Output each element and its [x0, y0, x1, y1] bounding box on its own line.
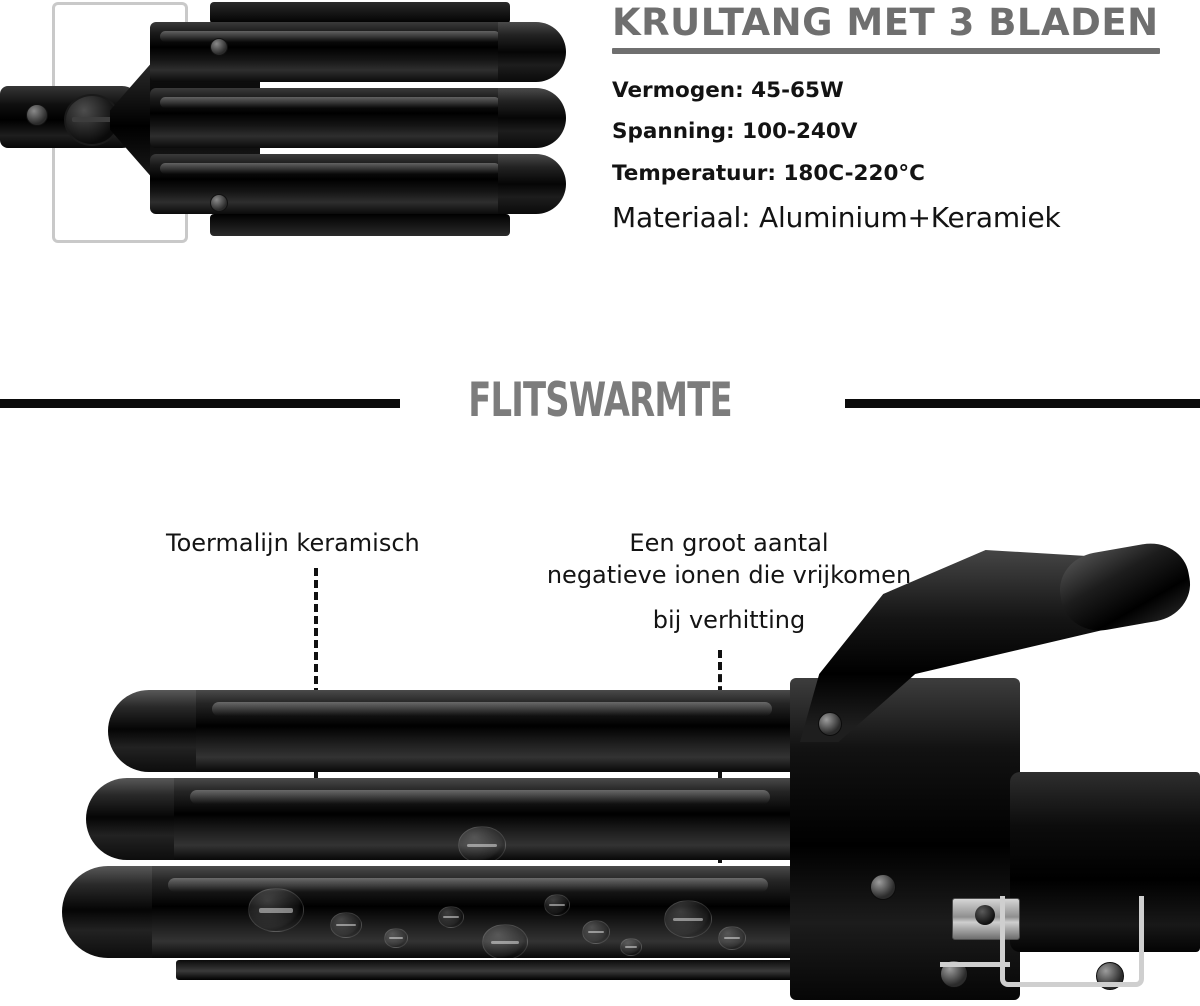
page-title: KRULTANG MET 3 BLADEN — [612, 1, 1159, 44]
divider-rule-left — [0, 399, 400, 408]
ion-emitter-dot — [620, 938, 642, 956]
divider-rule-right — [845, 399, 1200, 408]
hero-screw-icon — [870, 874, 896, 900]
barrel-1 — [150, 22, 520, 82]
hero-lever-end-cap — [1054, 537, 1196, 637]
hero-barrel-1 — [196, 690, 808, 772]
barrel-3 — [150, 154, 520, 214]
spec-item-power: Vermogen: 45-65W — [612, 77, 844, 103]
barrel-1-tip — [498, 22, 566, 82]
spec-item-voltage: Spanning: 100-240V — [612, 119, 858, 145]
housing-screw-icon — [210, 38, 228, 56]
annotation-right-line1: Een groot aantal — [629, 529, 829, 557]
ion-emitter-dot — [438, 906, 464, 928]
spec-list: Vermogen: 45-65W Spanning: 100-240V Temp… — [612, 80, 1192, 233]
ion-emitter-dot — [384, 928, 408, 948]
ion-emitter-dot — [544, 894, 570, 916]
product-photo-bottom-hero — [0, 537, 1200, 1006]
annotation-left-line1: Toermalijn keramisch — [166, 529, 420, 557]
hero-barrel-3 — [152, 826, 808, 960]
hero-wire-stand — [1000, 896, 1144, 987]
hero-rubber-grip — [1010, 772, 1200, 952]
housing-screw-icon — [210, 194, 228, 212]
product-photo-top-side-view — [0, 0, 600, 250]
title-underline-rule — [612, 47, 1160, 54]
barrel-gloss — [160, 163, 500, 174]
barrel-3-tip — [498, 154, 566, 214]
ion-emitter-dot — [482, 924, 528, 960]
section-title: FLITSWARMTE — [468, 373, 732, 428]
hero-bottom-rail — [176, 960, 816, 980]
hero-barrel-2-tip — [86, 778, 191, 860]
spec-item-material: Materiaal: Aluminium+Keramiek — [612, 201, 1061, 235]
barrel-2 — [150, 88, 520, 148]
section-divider: FLITSWARMTE — [0, 373, 1200, 445]
handle-screw-icon — [26, 104, 48, 126]
ion-emitter-dot — [664, 900, 712, 938]
hero-hinge-bracket — [952, 898, 1020, 940]
ion-emitter-dot — [248, 888, 304, 932]
barrel-2-tip — [498, 88, 566, 148]
annotation-right-line2: negatieve ionen die vrijkomen — [546, 560, 912, 589]
annotation-negative-ions: Een groot aantal negatieve ionen die vri… — [524, 528, 934, 637]
hero-screw-icon — [818, 712, 842, 736]
ion-emitter-dot — [330, 912, 362, 938]
barrel-gloss — [212, 702, 772, 716]
barrel-gloss — [168, 878, 768, 892]
top-plate — [210, 2, 510, 24]
hero-barrel-1-tip — [108, 690, 213, 772]
bottom-plate — [210, 214, 510, 236]
annotation-right-line3: bij verhitting — [652, 606, 806, 635]
ion-emitter-dot — [582, 920, 610, 944]
hero-wire-stand-arm — [940, 962, 1010, 967]
barrel-gloss — [190, 790, 770, 804]
barrel-gloss — [160, 97, 500, 108]
ion-emitter-dot — [458, 826, 506, 864]
ion-emitter-dot — [718, 926, 746, 950]
spec-item-temperature: Temperatuur: 180C-220°C — [612, 160, 925, 186]
spec-panel: KRULTANG MET 3 BLADEN Vermogen: 45-65W S… — [612, 1, 1192, 233]
annotation-tourmaline-ceramic: Toermalijn keramisch — [166, 528, 420, 560]
